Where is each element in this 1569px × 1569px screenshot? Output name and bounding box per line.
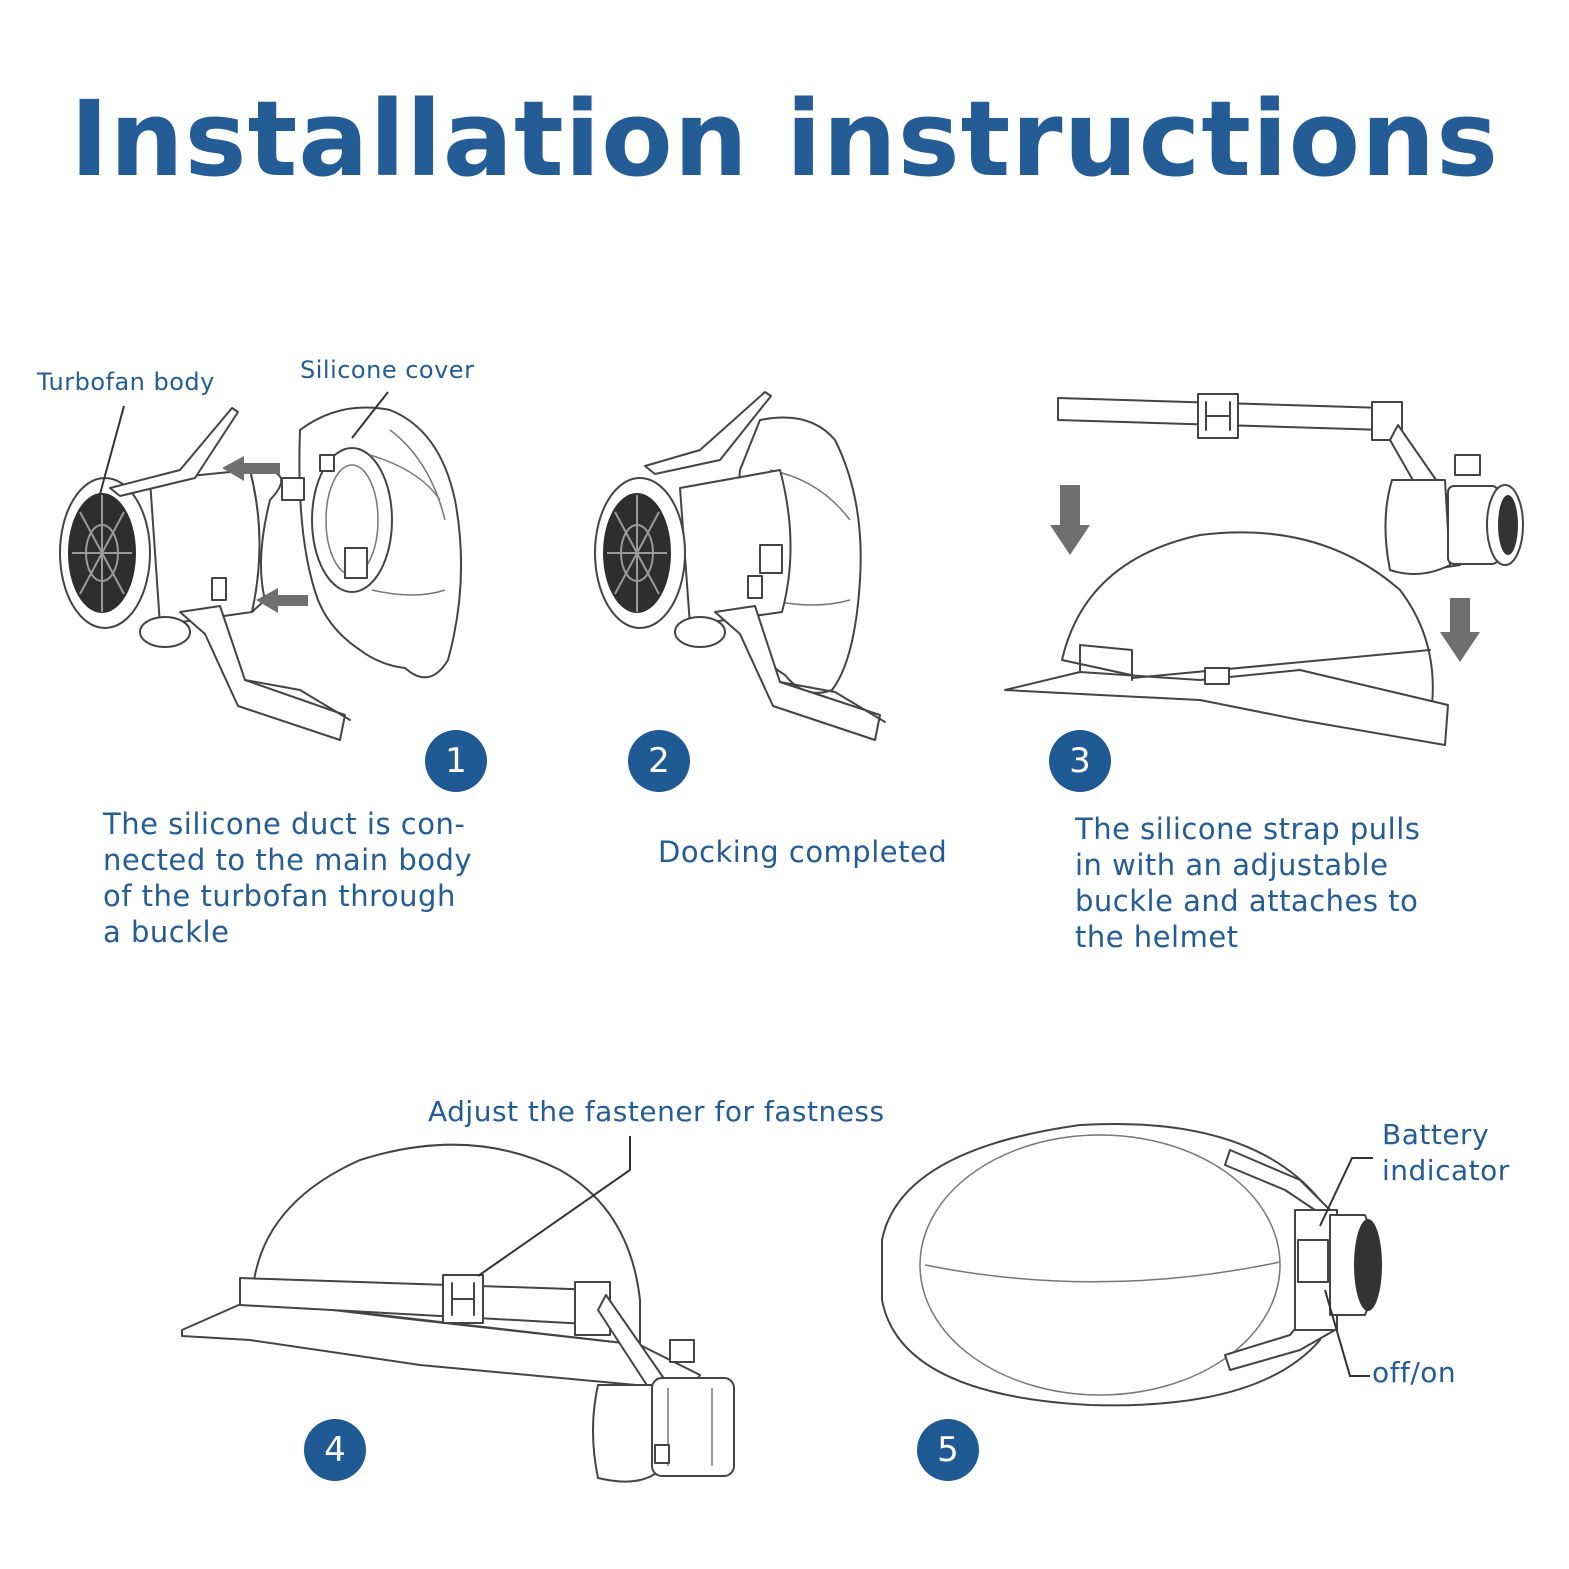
turbofan-body-label: Turbofan body: [37, 368, 215, 396]
step-3-badge: 3: [1049, 730, 1111, 792]
step-2-illustration: [594, 391, 886, 741]
silicone-cover-label: Silicone cover: [300, 356, 475, 384]
step-3-text-line: the helmet: [1075, 920, 1239, 954]
step-2-text-line: Docking completed: [658, 835, 948, 869]
page-title: Installation instructions: [69, 78, 1500, 200]
adjust-fastener-label: Adjust the fastener for fastness: [428, 1095, 885, 1128]
step-5-badge: 5: [917, 1419, 979, 1481]
step-4-badge: 4: [304, 1419, 366, 1481]
step-1-text-line: The silicone duct is con-: [103, 807, 466, 841]
off-on-label: off/on: [1372, 1356, 1457, 1389]
step-1-illustration: [59, 406, 463, 741]
step-3-illustration: [1004, 393, 1524, 746]
step-1-text-line: of the turbofan through: [103, 879, 456, 913]
step-3-text-line: The silicone strap pulls: [1075, 812, 1421, 846]
step-3-text-line: in with an adjustable: [1075, 848, 1389, 882]
step-3-text-line: buckle and attaches to: [1075, 884, 1419, 918]
step-1-text-line: a buckle: [103, 915, 230, 949]
step-2-badge: 2: [628, 730, 690, 792]
step-1-text-line: nected to the main body: [103, 843, 473, 877]
step-5-illustration: [881, 1122, 1382, 1407]
step-1-badge: 1: [425, 730, 487, 792]
battery-indicator-label-line2: indicator: [1382, 1154, 1510, 1187]
battery-indicator-label-line1: Battery: [1382, 1118, 1490, 1151]
step-4-illustration: [181, 1143, 735, 1483]
